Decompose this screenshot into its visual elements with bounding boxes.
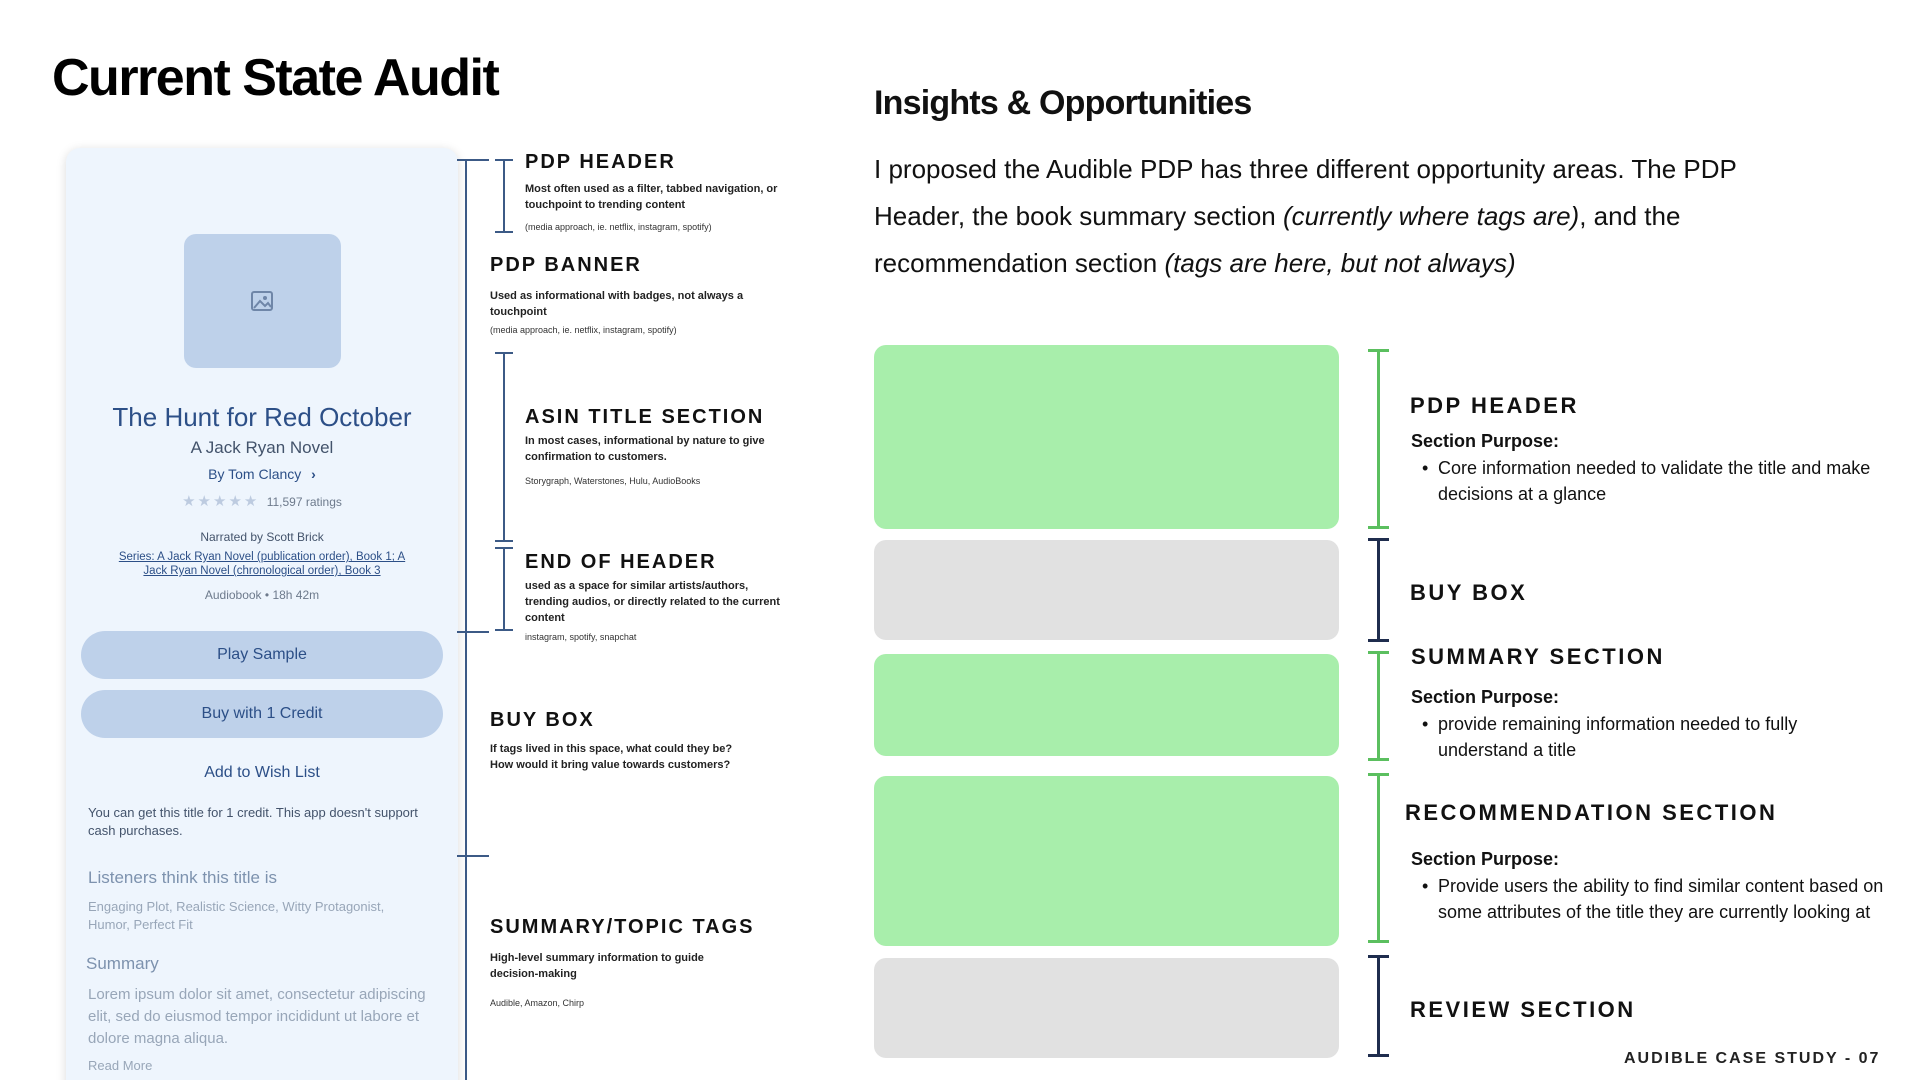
book-subtitle: A Jack Ryan Novel [190, 438, 334, 457]
bracket-tick [1368, 1054, 1389, 1057]
insights-text-2: , and the recommendation section [874, 201, 1681, 278]
author-label: By Tom Clancy [208, 466, 302, 482]
section-pdp-header-heading: PDP HEADER [1410, 393, 1579, 418]
bracket-tick [1368, 639, 1389, 642]
annotation-asin-title-heading: ASIN TITLE SECTION [525, 406, 765, 428]
annotation-pdp-header-description: Most often used as a filter, tabbed navi… [525, 183, 778, 211]
summary-heading: Summary [86, 954, 159, 973]
bracket-line [1377, 652, 1380, 760]
summary-block [874, 654, 1339, 756]
annotation-pdp-header-heading: PDP HEADER [525, 151, 676, 173]
footer-label: AUDIBLE CASE STUDY - 07 [1624, 1050, 1881, 1067]
book-cover [184, 234, 341, 368]
section-review-heading: REVIEW SECTION [1410, 997, 1636, 1022]
section-recommendation-bullet: Provide users the ability to find simila… [1412, 873, 1888, 925]
format-label: Audiobook [204, 588, 262, 602]
pdp-header-block [874, 345, 1339, 529]
play-sample-button[interactable]: Play Sample [81, 631, 443, 679]
section-recommendation-purpose-label: Section Purpose: [1411, 849, 1560, 869]
bracket-line [1377, 774, 1380, 942]
chevron-right-icon: › [311, 466, 316, 482]
section-recommendation-heading: RECOMMENDATION SECTION [1405, 800, 1778, 825]
bracket-tick [457, 855, 489, 857]
annotation-pdp-banner-heading: PDP BANNER [490, 254, 642, 276]
listeners-tags: Engaging Plot, Realistic Science, Witty … [88, 899, 385, 932]
bracket-tick [495, 629, 513, 631]
bracket-tick [1368, 526, 1389, 529]
insights-title: Insights & Opportunities [874, 84, 1252, 122]
buy-box-block [874, 540, 1339, 640]
section-buy-box-heading: BUY BOX [1410, 580, 1528, 605]
bracket-tick [1368, 773, 1389, 776]
bracket-line [1377, 350, 1380, 528]
format-info: Audiobook • 18h 42m [66, 588, 458, 602]
insights-body: I proposed the Audible PDP has three dif… [874, 146, 1834, 287]
bracket-line [503, 548, 505, 630]
annotation-pdp-header-examples: (media approach, ie. netflix, instagram,… [525, 222, 712, 232]
annotation-summary-tags-examples: Audible, Amazon, Chirp [490, 998, 585, 1008]
section-pdp-header-purpose-label: Section Purpose: [1411, 431, 1560, 451]
insights-text-1: I proposed the Audible PDP has three dif… [874, 154, 1737, 231]
recommendation-block [874, 776, 1339, 946]
annotation-end-of-header-heading: END OF HEADER [525, 551, 717, 573]
phone-mockup: The Hunt for Red October A Jack Ryan Nov… [66, 148, 458, 1080]
annotation-buy-box-description: If tags lived in this space, what could … [490, 743, 733, 771]
ratings-count: 11,597 ratings [266, 495, 342, 509]
buy-with-credit-button[interactable]: Buy with 1 Credit [81, 690, 443, 738]
read-more-link[interactable]: Read More [88, 1058, 153, 1073]
bracket-tick [495, 231, 513, 233]
dot-separator: • [264, 588, 273, 602]
bracket-tick [1368, 955, 1389, 958]
bracket-line [465, 160, 467, 1080]
bracket-tick [1368, 940, 1389, 943]
star-rating-icon: ★★★★★ [182, 493, 260, 510]
bracket-tick [495, 540, 513, 542]
page-title: Current State Audit [52, 49, 500, 107]
annotation-summary-tags-description: High-level summary information to guide … [490, 952, 704, 980]
annotation-summary-tags-heading: SUMMARY/TOPIC TAGS [490, 916, 755, 938]
bracket-tick [495, 547, 513, 549]
narrator: Narrated by Scott Brick [200, 530, 324, 544]
insights-italic-1: (currently where tags are) [1282, 201, 1580, 231]
annotation-end-of-header-examples: instagram, spotify, snapchat [525, 632, 637, 642]
bracket-tick [457, 631, 489, 633]
credit-note: You can get this title for 1 credit. Thi… [88, 805, 418, 838]
author-link[interactable]: By Tom Clancy › [66, 466, 458, 482]
annotation-pdp-banner-examples: (media approach, ie. netflix, instagram,… [490, 325, 677, 335]
bracket-tick [457, 159, 489, 161]
annotation-asin-title-examples: Storygraph, Waterstones, Hulu, AudioBook… [525, 476, 701, 486]
image-placeholder-icon [251, 291, 273, 311]
insights-italic-2: (tags are here, but not always) [1164, 248, 1516, 278]
section-summary-bullet: provide remaining information needed to … [1412, 711, 1842, 763]
section-summary-heading: SUMMARY SECTION [1411, 644, 1665, 669]
rating-row: ★★★★★ 11,597 ratings [66, 492, 458, 510]
review-block [874, 958, 1339, 1058]
annotation-end-of-header-description: used as a space for similar artists/auth… [525, 580, 780, 624]
annotation-pdp-banner-description: Used as informational with badges, not a… [490, 290, 744, 318]
summary-body: Lorem ipsum dolor sit amet, consectetur … [88, 986, 426, 1047]
bracket-tick [1368, 758, 1389, 761]
book-title: The Hunt for Red October [112, 402, 412, 432]
bracket-tick [495, 352, 513, 354]
bracket-line [503, 353, 505, 541]
bracket-line [503, 160, 505, 232]
series-link[interactable]: Series: A Jack Ryan Novel (publication o… [118, 551, 406, 577]
bracket-line [1377, 539, 1380, 641]
bracket-tick [1368, 651, 1389, 654]
section-pdp-header-bullet: Core information needed to validate the … [1412, 455, 1872, 507]
add-to-wishlist-button[interactable]: Add to Wish List [204, 764, 320, 781]
annotation-buy-box-heading: BUY BOX [490, 709, 595, 731]
duration: 18h 42m [272, 588, 320, 602]
listeners-heading: Listeners think this title is [88, 868, 277, 887]
bracket-tick [1368, 349, 1389, 352]
section-summary-purpose-label: Section Purpose: [1411, 687, 1560, 707]
bracket-line [1377, 956, 1380, 1056]
bracket-tick [495, 159, 513, 161]
bracket-tick [1368, 538, 1389, 541]
annotation-asin-title-description: In most cases, informational by nature t… [525, 435, 765, 463]
